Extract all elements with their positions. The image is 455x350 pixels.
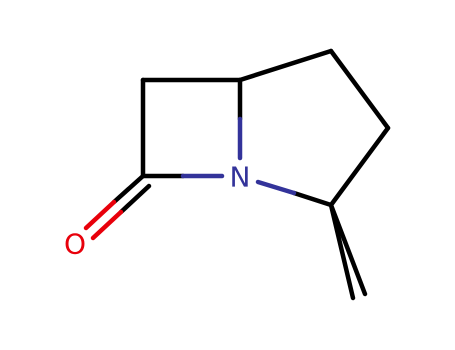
- bond-carbonyl-a-oxygen-half: [83, 199, 117, 231]
- bond-c5-c6: [328, 125, 391, 208]
- atom-nitrogen-label: N: [230, 161, 251, 194]
- bond-carbonyl-b-oxygen-half: [90, 209, 124, 241]
- bond-c6-n-nitrogen-half: [255, 179, 297, 196]
- bond-c6-n-carbon-half: [291, 190, 334, 208]
- bond-methylene-b: [328, 202, 368, 297]
- bond-carbonyl-b-carbon-half: [118, 183, 152, 215]
- bond-c3-c4: [237, 48, 334, 83]
- atom-oxygen-label: O: [64, 228, 86, 261]
- bond-c4-c5: [328, 48, 391, 131]
- bond-carbonyl-a-carbon-half: [111, 173, 146, 205]
